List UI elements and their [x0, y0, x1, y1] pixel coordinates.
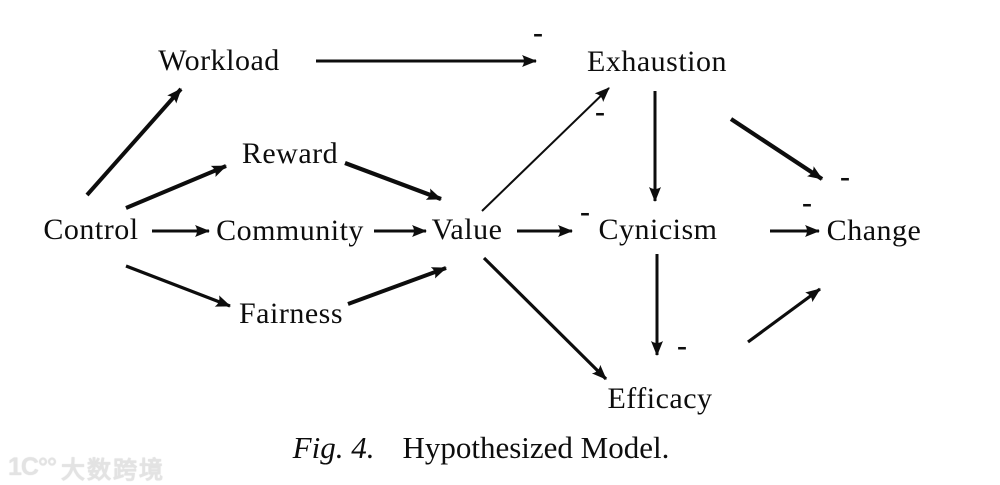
edge-value-efficacy [482, 256, 608, 381]
node-workload: Workload [158, 44, 280, 77]
edge-efficacy-change [747, 287, 821, 344]
minus-sign-value-exhaustion: - [595, 95, 605, 128]
minus-sign-workload-exhaustion: - [533, 16, 543, 49]
minus-sign-cynicism-efficacy: - [677, 329, 687, 362]
node-fairness: Fairness [239, 297, 343, 330]
node-community: Community [216, 214, 364, 247]
node-exhaustion: Exhaustion [587, 45, 727, 78]
figure-caption: Fig. 4. Hypothesized Model. [293, 430, 670, 466]
edge-reward-value [344, 161, 442, 201]
edge-control-fairness [125, 264, 231, 308]
watermark: 1C°° 大数跨境 [8, 450, 165, 485]
minus-sign-exhaustion-change: - [840, 160, 850, 193]
edge-value-exhaustion [481, 87, 610, 212]
node-value: Value [431, 213, 503, 246]
figure-caption-label: Fig. 4. [292, 430, 375, 465]
watermark-text: 大数跨境 [60, 458, 165, 484]
edge-exhaustion-change [729, 117, 824, 181]
minus-sign-value-cynicism: - [580, 195, 590, 228]
node-control: Control [43, 213, 139, 246]
node-efficacy: Efficacy [607, 382, 713, 415]
edge-fairness-value [347, 266, 447, 306]
minus-sign-cynicism-change: - [802, 186, 812, 219]
figure-caption-title: Hypothesized Model. [402, 430, 670, 465]
node-change: Change [826, 214, 922, 247]
edge-control-workload [85, 87, 183, 197]
node-cynicism: Cynicism [598, 213, 718, 246]
node-reward: Reward [241, 137, 339, 170]
watermark-logo-icon: 1C°° [8, 453, 57, 481]
edge-control-reward [125, 164, 227, 210]
